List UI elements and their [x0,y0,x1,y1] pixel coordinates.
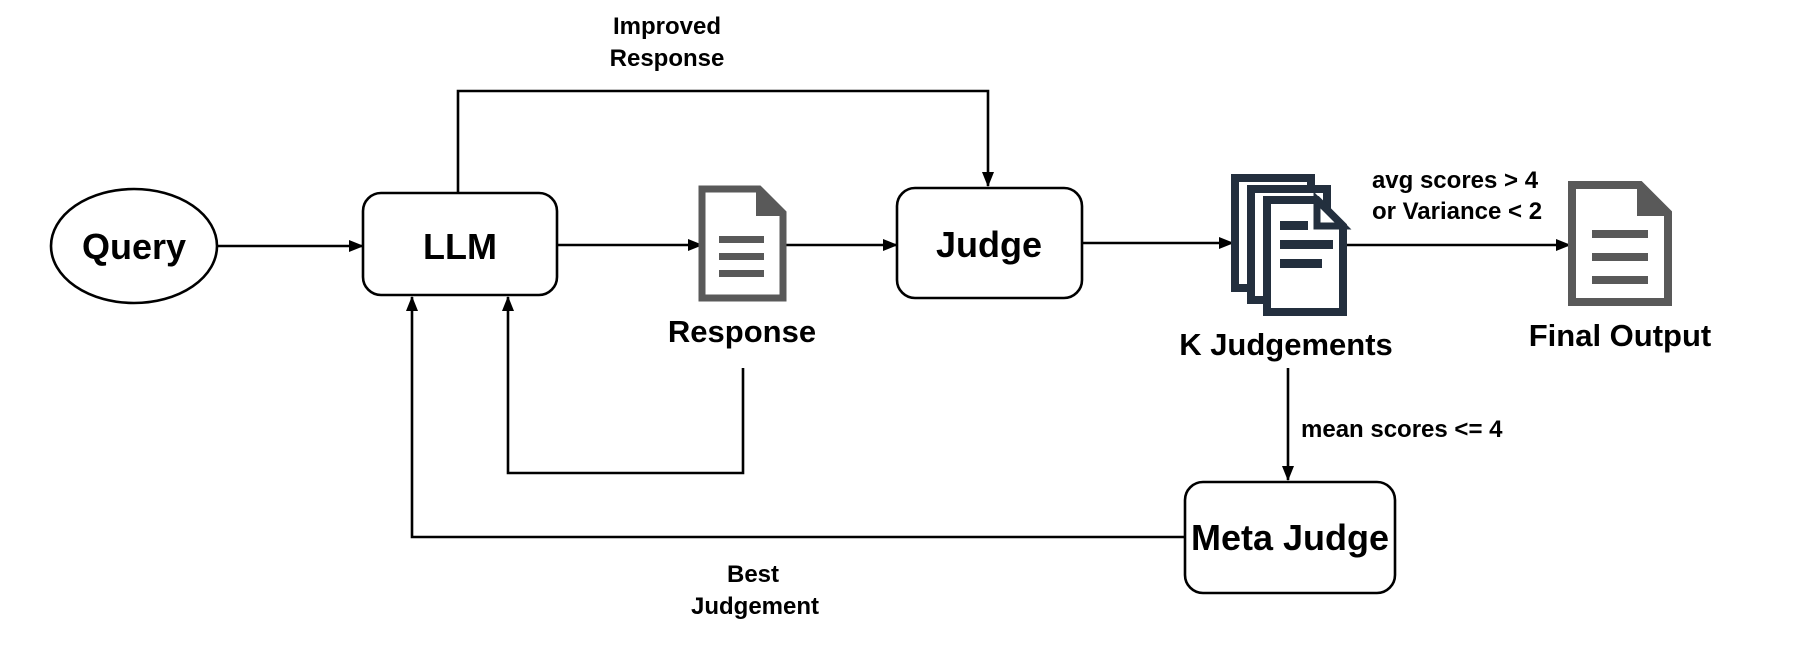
edge-label-line: or Variance < 2 [1372,198,1542,225]
stack-front-fold-corner [1313,191,1352,230]
llm-node: LLM [361,191,559,297]
judge-label: Judge [936,224,1042,265]
document-text-line [1280,259,1322,268]
document-fold-corner [756,186,786,216]
k-judgements-node: K Judgements [1179,174,1393,362]
edge-label-improved-response: Improved Response [610,13,725,72]
query-label: Query [82,226,186,267]
judge-box [895,186,1084,300]
edge-label-line: mean scores <= 4 [1301,416,1503,443]
edge-label-line: Judgement [691,593,819,620]
meta-judge-label: Meta Judge [1191,517,1389,558]
response-node: Response [668,185,816,349]
document-text-line [1280,240,1333,249]
llm-label: LLM [423,226,497,267]
query-ellipse [49,187,219,305]
meta-judge-box [1183,480,1397,595]
final-output-label: Final Output [1529,318,1712,353]
edge-labels: Improved Response avg scores > 4 or Vari… [610,13,1542,620]
final-output-node: Final Output [1529,181,1712,353]
meta-judge-node: Meta Judge [1183,480,1397,595]
edge-label-line: Best [727,561,779,588]
document-text-line [1280,221,1308,230]
edge-label-line: Improved [613,13,721,40]
edge-label-accept-condition: avg scores > 4 or Variance < 2 [1372,167,1542,225]
document-icon [698,185,787,302]
document-text-line [719,270,764,277]
edge-meta-judge-to-llm [406,296,1185,539]
response-label: Response [668,314,816,349]
document-text-line [1592,276,1648,284]
edge-label-best-judgement: Best Judgement [691,561,819,620]
query-node: Query [49,187,219,305]
edge-label-line: avg scores > 4 [1372,167,1539,194]
document-text-line [719,236,764,243]
judge-node: Judge [895,186,1084,300]
edges [217,89,1571,539]
k-judgements-label: K Judgements [1179,327,1393,362]
edge-improved-response-loop [456,89,994,193]
edge-response-feedback-to-llm [502,296,745,475]
llm-box [361,191,559,297]
edge-label-line: Response [610,45,725,72]
document-text-line [1592,253,1648,261]
edge-label-mean-scores: mean scores <= 4 [1301,416,1503,443]
document-text-line [719,253,764,260]
document-stack-icon [1231,174,1352,316]
document-text-line [1592,230,1648,238]
document-fold-corner [1637,181,1672,216]
document-icon [1568,181,1672,306]
